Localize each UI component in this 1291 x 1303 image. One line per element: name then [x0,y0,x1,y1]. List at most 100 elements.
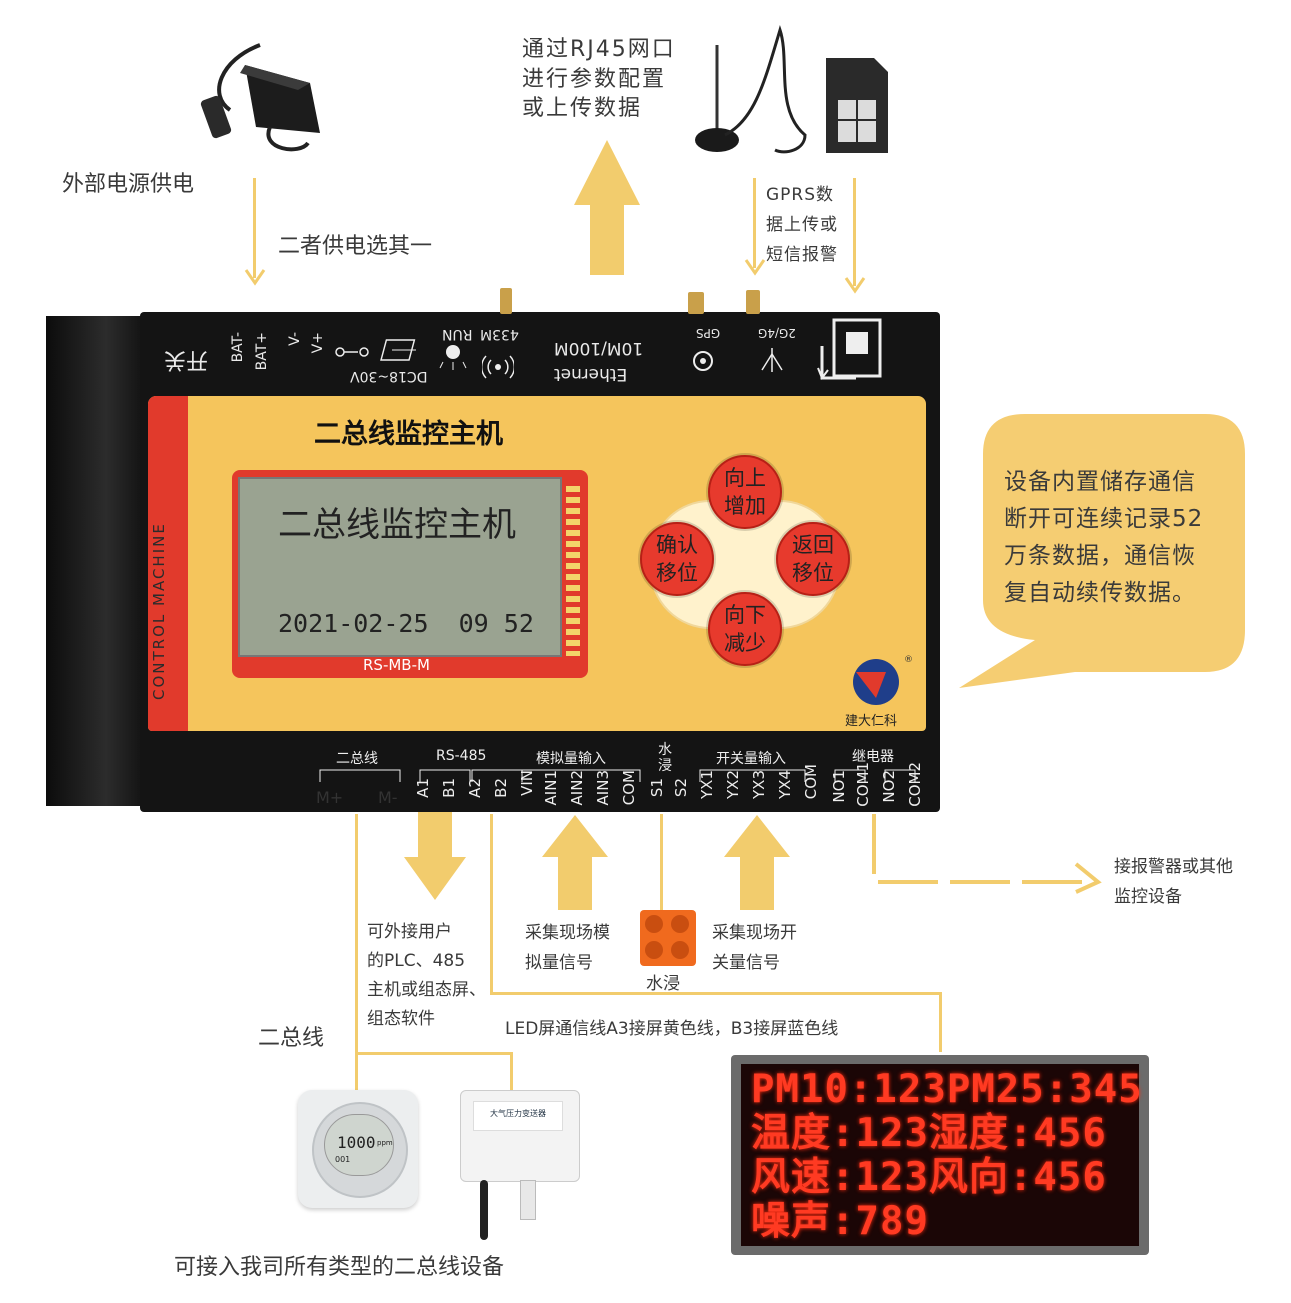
led-line-v2 [939,992,942,1052]
terminal-a1: A1 [414,778,432,798]
arrow-down-icon [744,259,766,276]
led-row-4: 噪声:789 [751,1199,929,1244]
port-433m: 433M [480,326,519,342]
confirm-button[interactable]: 确认 移位 [640,522,714,596]
terminal-m-minus: M- [378,788,398,807]
terminal-no2: NO2 [880,770,898,803]
port-run: RUN [442,326,473,342]
terminal-ain3: AIN3 [594,770,612,806]
back-button[interactable]: 返回 移位 [776,522,850,596]
terminal-com2: COM [802,764,820,800]
gps-antenna-connector [688,292,704,314]
terminal-com1: COM1 [854,762,872,807]
analog-label: 采集现场模 拟量信号 [525,923,610,973]
sensor-unit: ppm [377,1139,393,1147]
port-v-minus: V- [287,332,303,346]
switch-label: 采集现场开 关量信号 [712,923,797,973]
bus-line-transmitter [510,1052,513,1092]
group-switch: 开关量输入 [716,751,786,767]
run-led-icon [439,345,467,370]
terminal-vin: VIN [518,770,536,796]
group-rs485: RS-485 [436,748,487,764]
up-button[interactable]: 向上 增加 [708,455,782,529]
terminal-s1: S1 [648,778,666,798]
port-speed: 10M/100M [554,338,644,358]
terminal-ain2: AIN2 [568,770,586,806]
terminal-b1: B1 [440,778,458,798]
down-button[interactable]: 向下 减少 [708,592,782,666]
water-label: 水浸 [646,974,680,994]
gprs-arrow-line-right [853,178,856,286]
sim-card-icon [826,58,888,153]
arrow-down-icon [844,277,866,294]
bus-line-sensor [355,1052,358,1092]
led-row-1: PM10:123PM25:345 [751,1067,1143,1112]
port-ethernet: Ethernet [554,364,628,384]
sim-slot-icon [817,318,882,381]
led-line-h [490,992,942,995]
switch-arrow-icon [724,815,790,910]
svg-text:®: ® [904,655,912,665]
4g-antenna-connector [746,290,760,314]
led-row-2: 温度:123湿度:456 [751,1111,1107,1156]
antenna-icon [695,25,807,154]
water-sensor-icon [640,910,696,966]
lcd-screen: 二总线监控主机 2021-02-25 09 52 [238,477,562,657]
port-bat-plus: BAT+ [254,332,270,371]
transmitter-label: 大气压力变送器 [490,1109,546,1118]
rj45-label: 通过RJ45网口 进行参数配置 或上传数据 [522,37,676,122]
side-text: CONTROL MACHINE [150,522,168,700]
port-v-plus: V+ [310,332,326,354]
group-relay: 继电器 [852,749,894,765]
alarm-out-label: 接报警器或其他 监控设备 [1114,857,1233,907]
terminal-s2: S2 [672,778,690,798]
brand-name: 建大仁科 [845,714,898,729]
device-model: RS-MB-M [363,656,430,674]
sensor-sub: 001 [335,1155,351,1164]
terminal-b2: B2 [492,778,510,798]
external-485-label: 可外接用户 的PLC、485 主机或组态屏、 组态软件 [367,922,486,1029]
lcd-title: 二总线监控主机 [278,505,516,545]
storage-bubble-text: 设备内置储存通信 断开可连续记录52 万条数据，通信恢 复自动续传数据。 [1004,469,1204,606]
bus-line [355,814,358,1052]
gprs-label: GPRS数 据上传或 短信报警 [766,185,838,265]
top-port-strip: 开关 BAT- BAT+ V- V+ DC18~30V RUN 433M Eth… [140,312,940,394]
port-gps: GPS [696,326,721,340]
433m-antenna-connector [500,288,512,314]
led-screen: PM10:123PM25:345 温度:123湿度:456 风速:123风向:4… [741,1064,1142,1246]
wireless-icon [482,355,514,379]
bottom-caption: 可接入我司所有类型的二总线设备 [174,1255,505,1280]
group-analog: 模拟量输入 [536,751,606,767]
terminal-yx4: YX4 [776,770,794,799]
transmitter-probe [520,1180,536,1220]
lcd-datetime: 2021-02-25 09 52 [278,609,534,638]
upload-arrow-icon [574,140,640,275]
power-adapter-icon [200,43,320,152]
relay-output-arrow [872,814,1102,894]
water-line [660,814,663,914]
bottom-terminal-strip: 二总线 RS-485 模拟量输入 水 浸 开关量输入 继电器 M+ M- A1 … [140,734,940,812]
group-water: 水 浸 [658,742,672,774]
antenna-symbol-icon [761,348,783,372]
power-arrow-line [253,178,256,278]
bus-line-h [355,1052,513,1055]
terminal-ain1: AIN1 [542,770,560,806]
analog-arrow-icon [542,815,608,910]
led-wiring-label: LED屏通信线A3接屏黄色线，B3接屏蓝色线 [505,1019,839,1039]
rs485-arrow-icon [404,812,466,900]
storage-bubble [959,414,1245,688]
terminal-a2: A2 [466,778,484,798]
port-bat-minus: BAT- [230,332,246,363]
gps-icon [693,351,713,371]
dc-range: DC18~30V [350,368,428,384]
co2-sensor: 1000 ppm 001 [298,1090,418,1208]
power-choice-label: 二者供电选其一 [278,234,433,259]
terminal-yx2: YX2 [724,770,742,799]
terminal-com: COM [620,770,638,806]
terminal-m-plus: M+ [316,788,344,807]
side-red-band [148,396,188,731]
terminal-brackets [319,769,916,782]
terminal-yx1: YX1 [698,770,716,799]
pressure-transmitter: 大气压力变送器 [460,1090,580,1182]
device-title: 二总线监控主机 [314,419,503,450]
